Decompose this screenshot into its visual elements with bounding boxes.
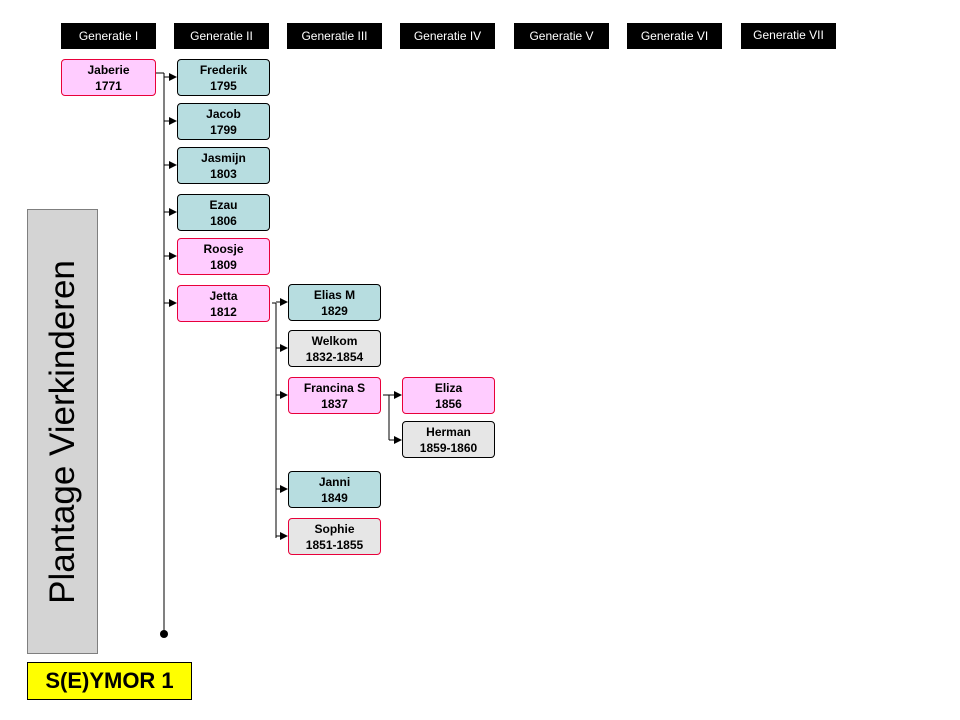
person-years: 1803 (210, 166, 237, 181)
person-roosje[interactable]: Roosje 1809 (177, 238, 270, 275)
person-ezau[interactable]: Ezau 1806 (177, 194, 270, 231)
person-elias[interactable]: Elias M 1829 (288, 284, 381, 321)
trunk-end-dot (160, 630, 168, 638)
person-name: Jasmijn (201, 150, 246, 165)
person-sophie[interactable]: Sophie 1851-1855 (288, 518, 381, 555)
person-name: Roosje (203, 241, 244, 256)
generation-header-6: Generatie VI (627, 23, 722, 49)
generation-header-1: Generatie I (61, 23, 156, 49)
generation-header-3: Generatie III (287, 23, 382, 49)
person-years: 1799 (210, 122, 237, 137)
person-name: Welkom (311, 333, 358, 348)
person-francina[interactable]: Francina S 1837 (288, 377, 381, 414)
person-name: Jaberie (87, 62, 130, 77)
person-years: 1856 (435, 396, 462, 411)
person-years: 1851-1855 (305, 537, 364, 552)
person-janni[interactable]: Janni 1849 (288, 471, 381, 508)
person-herman[interactable]: Herman 1859-1860 (402, 421, 495, 458)
generation-header-4: Generatie IV (400, 23, 495, 49)
generation-header-2: Generatie II (174, 23, 269, 49)
person-name: Francina S (303, 380, 366, 395)
person-jacob[interactable]: Jacob 1799 (177, 103, 270, 140)
person-name: Frederik (199, 62, 248, 77)
plantation-title-box: Plantage Vierkinderen (27, 209, 98, 654)
generation-header-5: Generatie V (514, 23, 609, 49)
person-years: 1812 (210, 304, 237, 319)
person-name: Elias M (313, 287, 356, 302)
person-years: 1829 (321, 303, 348, 318)
person-years: 1809 (210, 257, 237, 272)
person-jetta[interactable]: Jetta 1812 (177, 285, 270, 322)
plantation-title: Plantage Vierkinderen (42, 259, 82, 604)
person-eliza[interactable]: Eliza 1856 (402, 377, 495, 414)
generation-header-7: Generatie VII (741, 23, 836, 49)
person-welkom[interactable]: Welkom 1832-1854 (288, 330, 381, 367)
person-years: 1849 (321, 490, 348, 505)
person-name: Jetta (209, 288, 238, 303)
person-frederik[interactable]: Frederik 1795 (177, 59, 270, 96)
person-name: Herman (426, 424, 471, 439)
person-name: Ezau (209, 197, 238, 212)
family-label: S(E)YMOR 1 (27, 662, 192, 700)
person-name: Jacob (206, 106, 241, 121)
person-years: 1859-1860 (419, 440, 478, 455)
person-years: 1795 (210, 78, 237, 93)
person-jaberie[interactable]: Jaberie 1771 (61, 59, 156, 96)
person-name: Eliza (434, 380, 463, 395)
person-years: 1832-1854 (305, 349, 364, 364)
person-years: 1837 (321, 396, 348, 411)
person-jasmijn[interactable]: Jasmijn 1803 (177, 147, 270, 184)
person-name: Janni (318, 474, 351, 489)
person-name: Sophie (314, 521, 355, 536)
person-years: 1806 (210, 213, 237, 228)
person-years: 1771 (95, 78, 122, 93)
